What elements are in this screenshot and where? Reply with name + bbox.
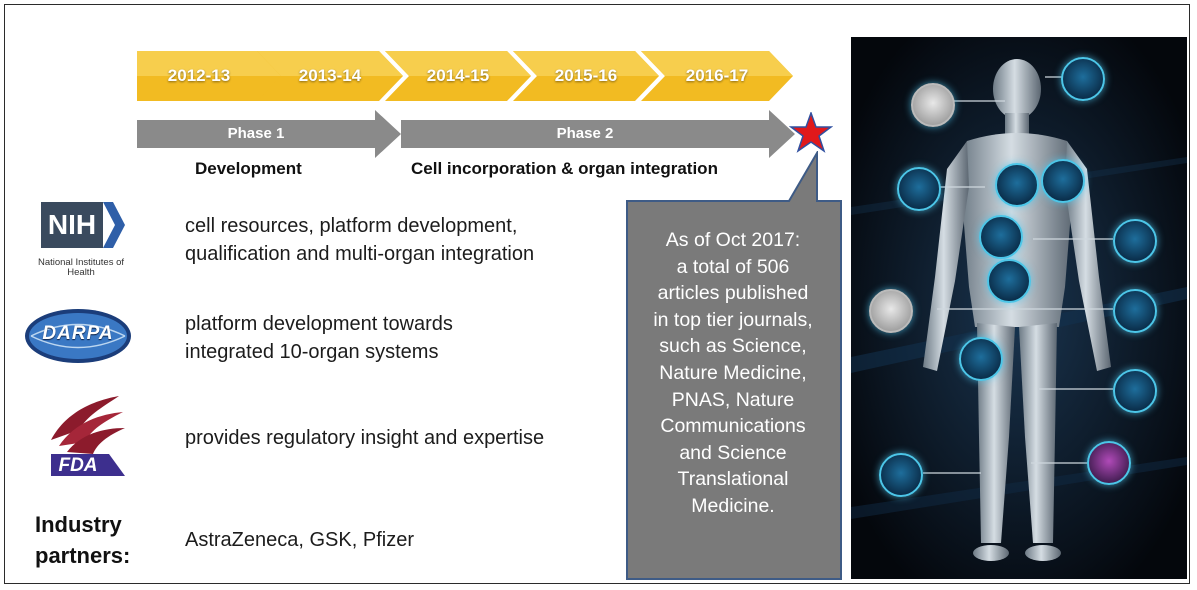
- year-chevron-5: 2016-17: [641, 51, 793, 101]
- ear-icon: [911, 83, 955, 127]
- callout-line: As of Oct 2017:: [665, 229, 801, 251]
- callout-line: in top tier journals,: [653, 308, 813, 331]
- liver-icon: [979, 215, 1023, 259]
- nih-logo-subtitle: National Institutes of Health: [37, 257, 125, 278]
- phase-1-label: Phase 1: [227, 125, 285, 142]
- nih-role-line-1: cell resources, platform development,: [185, 215, 518, 237]
- nih-logo-text: NIH: [47, 209, 97, 240]
- human-body-panel: [851, 37, 1187, 579]
- skin-icon: [879, 453, 923, 497]
- year-label: 2016-17: [685, 66, 749, 85]
- milestone-star-icon: [789, 112, 833, 153]
- nih-role: cell resources, platform development, qu…: [185, 212, 534, 268]
- year-label: 2013-14: [298, 66, 362, 85]
- industry-partners-label: Industry partners:: [35, 509, 130, 571]
- year-chevron-4: 2015-16: [513, 51, 659, 101]
- callout-line: and Science: [679, 441, 787, 464]
- darpa-logo: [25, 309, 131, 363]
- nih-role-line-2: qualification and multi-organ integratio…: [185, 243, 535, 265]
- callout-line: Communications: [660, 415, 806, 438]
- publications-callout: [626, 151, 842, 580]
- nih-logo: NIH National Institutes of Health: [33, 199, 129, 278]
- year-label: 2015-16: [554, 66, 618, 85]
- year-chevron-2: 2013-14: [257, 51, 403, 101]
- phase-2-description: Cell incorporation & organ integration: [411, 159, 718, 178]
- uterus-icon: [1113, 289, 1157, 333]
- brain-icon: [1061, 57, 1105, 101]
- testis-icon: [869, 289, 913, 333]
- intestine-icon: [987, 259, 1031, 303]
- callout-line: articles published: [657, 282, 809, 305]
- fda-logo: [51, 396, 125, 476]
- darpa-role: platform development towards integrated …: [185, 310, 453, 366]
- vessel-icon: [959, 337, 1003, 381]
- fda-role-line-1: provides regulatory insight and expertis…: [185, 427, 545, 449]
- fat-tissue-icon: [1113, 369, 1157, 413]
- darpa-role-line-2: integrated 10-organ systems: [185, 341, 439, 363]
- heart-icon: [995, 163, 1039, 207]
- year-label: 2012-13: [167, 66, 231, 85]
- industry-label-line-2: partners:: [35, 543, 131, 568]
- lung-icon: [897, 167, 941, 211]
- phase-1-description: Development: [195, 159, 302, 178]
- fda-logo-text: FDA: [58, 455, 98, 476]
- callout-line: Nature Medicine,: [659, 361, 807, 384]
- callout-line: PNAS, Nature: [671, 388, 795, 411]
- year-chevron-1: 2012-13: [137, 51, 283, 101]
- year-chevron-3: 2014-15: [385, 51, 531, 101]
- callout-line: Translational: [677, 468, 789, 491]
- industry-partners-list: AstraZeneca, GSK, Pfizer: [185, 529, 414, 551]
- callout-line: such as Science,: [659, 335, 807, 358]
- kidney-icon: [1113, 219, 1157, 263]
- darpa-role-line-1: platform development towards: [185, 313, 453, 335]
- callout-line: a total of 506: [676, 255, 790, 278]
- callout-line: Medicine.: [691, 494, 775, 517]
- slide-frame: 2012-13 2013-14 2014-15 2015-16 2016-17 …: [4, 4, 1190, 584]
- bone-marrow-icon: [1087, 441, 1131, 485]
- publications-callout-text: As of Oct 2017: a total of 506 articles …: [630, 227, 836, 520]
- phase-2-arrow: [401, 110, 795, 158]
- fda-role: provides regulatory insight and expertis…: [185, 424, 544, 452]
- phase-2-label: Phase 2: [556, 125, 614, 142]
- year-label: 2014-15: [426, 66, 490, 85]
- industry-label-line-1: Industry: [35, 512, 122, 537]
- muscle-icon: [1041, 159, 1085, 203]
- phase-1-arrow: [137, 110, 401, 158]
- darpa-logo-text: DARPA: [42, 323, 114, 344]
- nih-logo-mark: [41, 202, 125, 248]
